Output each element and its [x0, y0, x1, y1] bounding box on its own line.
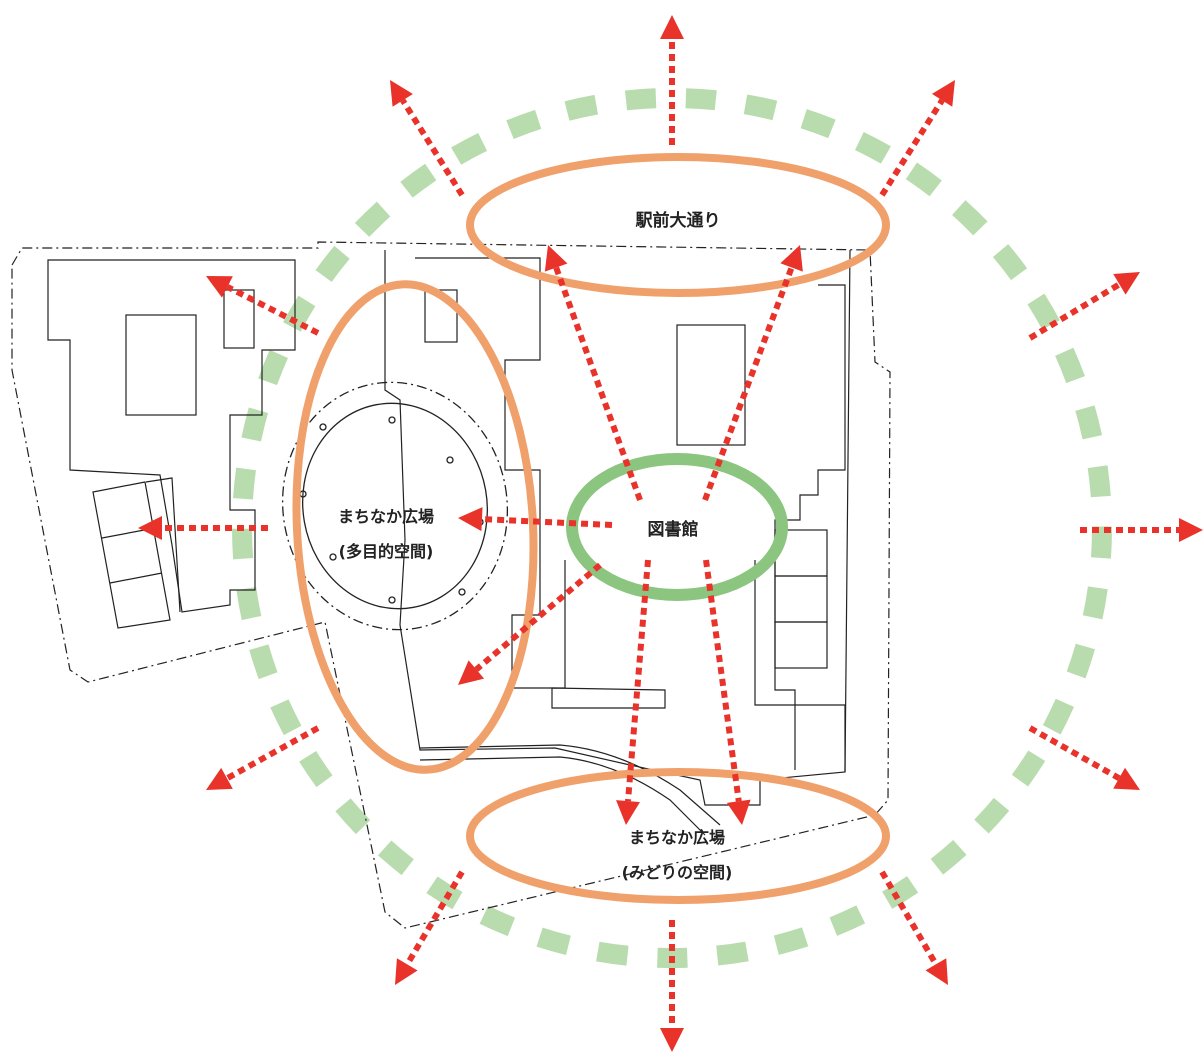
left-building-block	[47, 259, 296, 629]
arrow-south-east	[1028, 725, 1140, 790]
arrow-library-south-r-head	[726, 799, 751, 825]
arrow-library-ne-shaft	[702, 266, 795, 502]
arrow-bottom-right-shaft	[879, 870, 939, 966]
station-avenue-zone	[466, 153, 890, 297]
arrow-south-head	[660, 1028, 684, 1052]
arrow-bottom-left	[395, 870, 465, 985]
arrow-library-south-l	[616, 559, 651, 825]
arrow-bottom-left-shaft	[404, 870, 465, 966]
arrow-library-sw-shaft	[474, 562, 602, 672]
arrow-library-to-plaza-shaft	[481, 516, 613, 528]
arrow-library-ne-head	[780, 245, 803, 272]
central-building-block	[384, 249, 851, 836]
arrow-bottom-right-head	[925, 958, 948, 985]
arrow-library-sw-head	[458, 660, 485, 685]
multipurpose-plaza-sublabel: (多目的空間)	[339, 542, 434, 561]
arrows-group	[138, 15, 1203, 1052]
arrow-east-upper-head	[1113, 272, 1140, 295]
arrow-library-to-plaza	[458, 507, 613, 532]
arrow-south-east-head	[1113, 767, 1140, 790]
arrow-north	[660, 15, 684, 145]
arrow-east	[1080, 518, 1203, 542]
arrow-south-west	[206, 725, 320, 790]
arrow-bottom-right	[879, 870, 948, 985]
green-plaza-zone	[466, 768, 890, 904]
library-ring	[566, 453, 788, 601]
multipurpose-plaza-zone	[292, 280, 538, 774]
arrow-north-west-head	[390, 80, 413, 107]
arrow-west-upper-head	[206, 276, 233, 298]
arrow-north-west	[390, 80, 465, 197]
arrow-library-south-l-head	[616, 800, 640, 825]
arrow-library-south-r-shaft	[703, 559, 742, 802]
arrow-north-head	[660, 15, 684, 39]
arrow-library-ne	[702, 245, 803, 502]
arrow-south	[660, 920, 684, 1052]
green-plaza-sublabel: (みどりの空間)	[622, 863, 733, 882]
arrow-south-west-shaft	[225, 725, 320, 782]
green-plaza-label: まちなか広場	[629, 828, 725, 847]
arrow-north-east	[879, 80, 955, 197]
arrow-north-east-head	[932, 80, 955, 107]
arrow-north-west-shaft	[400, 98, 465, 197]
arrow-east-upper-shaft	[1028, 281, 1121, 341]
arrow-library-nw	[544, 245, 643, 502]
arrow-north-east-shaft	[879, 98, 945, 197]
arrow-west-middle	[138, 516, 268, 540]
arrow-south-west-head	[206, 767, 233, 790]
arrow-west-middle-head	[138, 516, 162, 540]
arrow-east-upper	[1028, 272, 1140, 341]
arrow-east-head	[1179, 518, 1203, 542]
station-avenue-label: 駅前大通り	[635, 210, 721, 231]
arrow-bottom-left-head	[395, 958, 418, 985]
multipurpose-plaza-label: まちなか広場	[338, 507, 434, 526]
arrow-library-sw	[458, 562, 602, 685]
arrow-library-south-r	[703, 559, 751, 825]
arrow-library-nw-shaft	[553, 266, 643, 502]
orange-zones	[292, 153, 890, 904]
arrow-south-east-shaft	[1028, 725, 1121, 781]
library-label: 図書館	[648, 519, 699, 540]
arrow-library-nw-head	[544, 245, 568, 272]
site-boundary	[11, 241, 891, 929]
arrow-library-to-plaza-head	[458, 507, 483, 532]
arrow-west-upper	[206, 276, 320, 336]
arrow-west-upper-shaft	[226, 284, 320, 336]
arrow-library-south-l-shaft	[624, 559, 651, 802]
